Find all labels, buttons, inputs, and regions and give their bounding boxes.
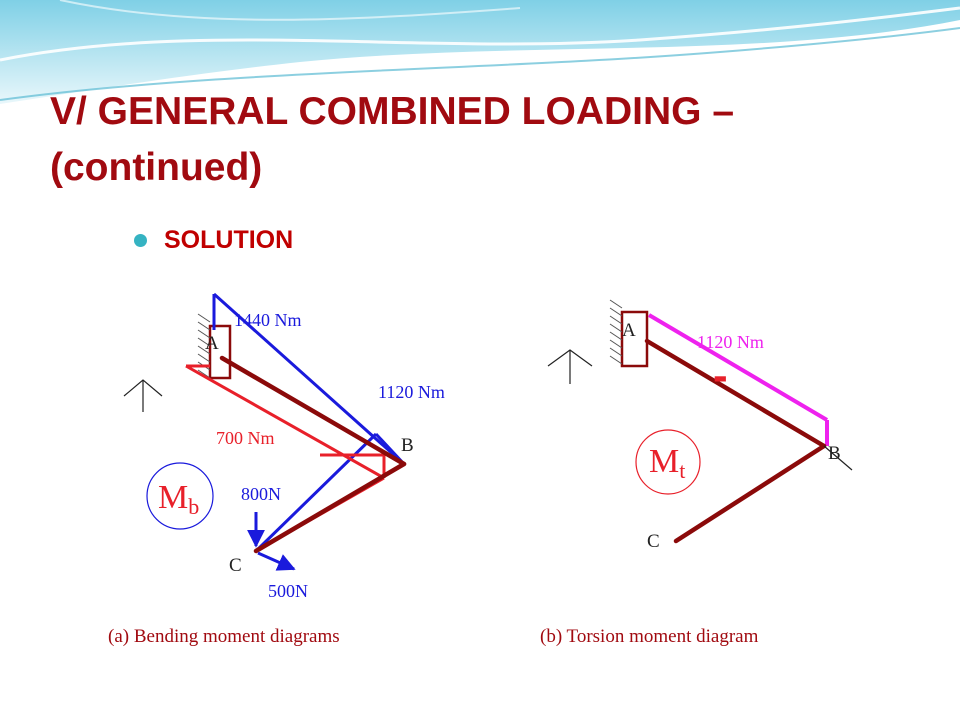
fixed-support-a [197,313,232,380]
label-500n: 500N [268,581,308,601]
bullet-text: SOLUTION [164,226,294,254]
axes-symbol-right [547,349,593,384]
mb-symbol: Mb [158,479,199,519]
torsion-sign: - [713,351,728,400]
point-a-bending: A [205,333,219,354]
label-1120-nm-torsion: 1120 Nm [697,332,764,352]
label-1440-nm: 1440 Nm [234,310,302,330]
title-line-1: V/ GENERAL COMBINED LOADING – [50,90,735,133]
mt-symbol-main: M [649,443,679,480]
slide-title: V/ GENERAL COMBINED LOADING – (continued) [50,84,930,196]
point-a-torsion: A [622,320,636,341]
shaft-extension-line [823,445,853,471]
decorative-wave-banner [0,0,960,107]
mb-symbol-circle [146,462,214,530]
bending-diagram: Mb 1440 Nm 1120 Nm 700 Nm 800N 500N A B … [108,292,445,647]
caption-bending: (a) Bending moment diagrams [108,626,340,647]
mt-symbol: Mt [649,443,685,483]
mb-symbol-sub: b [188,494,199,519]
force-500n-arrow [257,551,296,571]
shaft-abc-torsion [644,338,827,544]
point-b-bending: B [401,435,414,456]
point-c-bending: C [229,555,242,576]
mb-symbol-main: M [158,479,188,516]
mt-symbol-sub: t [679,458,685,483]
torsion-diagram: - Mt 1120 Nm A B C (b) Torsion moment di… [540,299,853,647]
label-1120-nm-bending: 1120 Nm [378,382,445,402]
point-b-torsion: B [828,443,841,464]
label-700-nm: 700 Nm [216,428,275,448]
point-c-torsion: C [647,531,660,552]
bending-moment-blue [212,292,406,553]
torsion-moment-diagram [647,313,829,446]
label-800n: 800N [241,484,281,504]
mt-symbol-circle [635,429,701,495]
caption-torsion: (b) Torsion moment diagram [540,626,759,647]
axes-symbol-left [123,379,163,412]
title-line-2: (continued) [50,146,263,189]
shaft-abc [219,355,407,554]
bullet-dot-icon [134,234,147,247]
